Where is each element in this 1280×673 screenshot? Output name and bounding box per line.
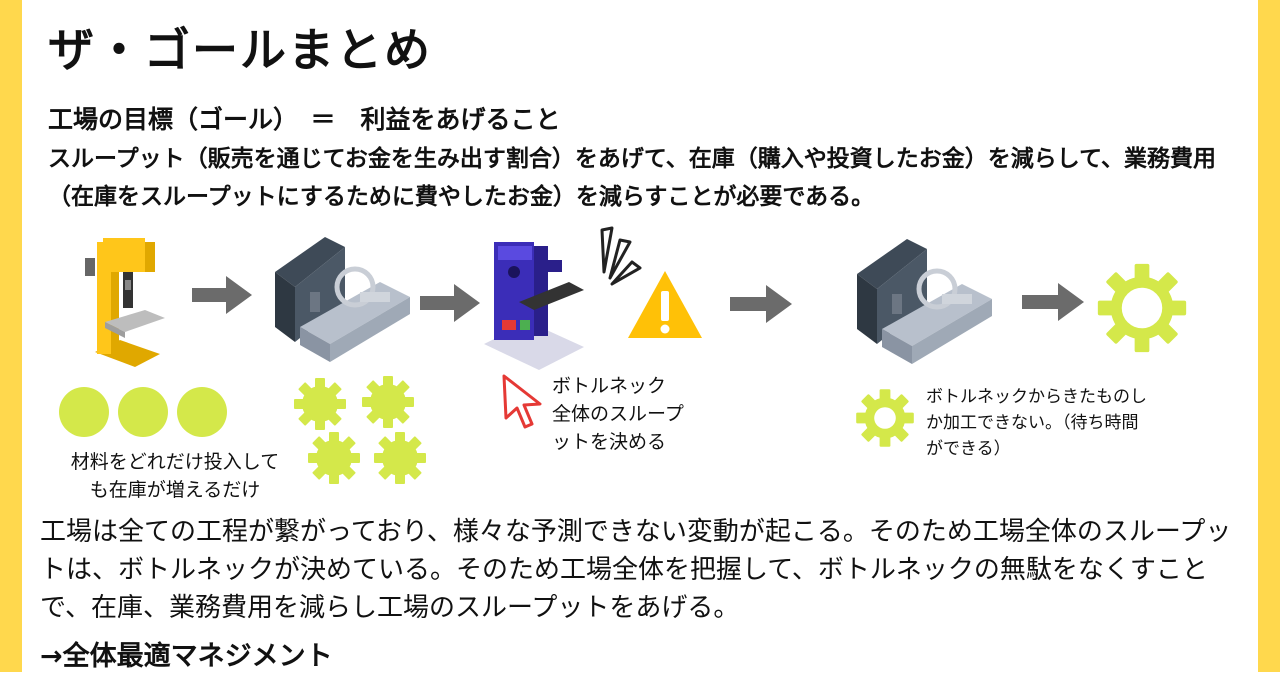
left-frame-border <box>0 0 22 672</box>
bottleneck-label-line: ットを決める <box>552 431 667 453</box>
materials-label-line: 材料をどれだけ投入して <box>70 451 280 473</box>
cursor-pointer-icon <box>502 374 542 429</box>
gear-icon <box>1097 263 1187 353</box>
downstream-label-line: か加工できない。（待ち時間 <box>926 413 1139 433</box>
arrow-right-icon <box>1022 283 1084 321</box>
arrow-right-icon <box>192 276 252 314</box>
lathe-machine-icon <box>275 237 410 362</box>
arrow-right-icon <box>730 285 792 323</box>
downstream-label: ボトルネックからきたものし か加工できない。（待ち時間 ができる） <box>926 384 1226 462</box>
yellow-drill-machine-icon <box>85 238 165 367</box>
purple-machine-icon <box>484 242 584 370</box>
summary-text: 工場は全ての工程が繋がっており、様々な予測できない変動が起こる。そのため工場全体… <box>40 517 1232 623</box>
downstream-label-line: ボトルネックからきたものし <box>926 387 1147 407</box>
materials-balls <box>59 387 227 437</box>
right-frame-border <box>1258 0 1280 672</box>
bottleneck-label-line: ボトルネック <box>552 375 667 397</box>
warning-icon <box>628 271 702 338</box>
inventory-gears-icon <box>294 376 426 484</box>
alert-mark-icon <box>600 226 642 286</box>
materials-label-line: も在庫が増えるだけ <box>89 479 261 501</box>
description-text: スループット（販売を通じてお金を生み出す割合）をあげて、在庫（購入や投資したお金… <box>48 146 1216 210</box>
lathe-machine-icon <box>857 239 992 364</box>
gear-icon <box>856 389 914 447</box>
material-ball-icon <box>118 387 168 437</box>
bottleneck-label-line: 全体のスループ <box>552 403 684 425</box>
conclusion-text: →全体最適マネジメント <box>40 641 333 672</box>
goal-line: 工場の目標（ゴール） ＝ 利益をあげること <box>48 105 561 134</box>
downstream-label-line: ができる） <box>926 439 1011 459</box>
materials-label: 材料をどれだけ投入して も在庫が増えるだけ <box>55 448 295 504</box>
arrow-right-icon <box>420 284 480 322</box>
bottleneck-label: ボトルネック 全体のスループ ットを決める <box>552 372 732 456</box>
page-title: ザ・ゴールまとめ <box>48 23 432 77</box>
material-ball-icon <box>177 387 227 437</box>
material-ball-icon <box>59 387 109 437</box>
